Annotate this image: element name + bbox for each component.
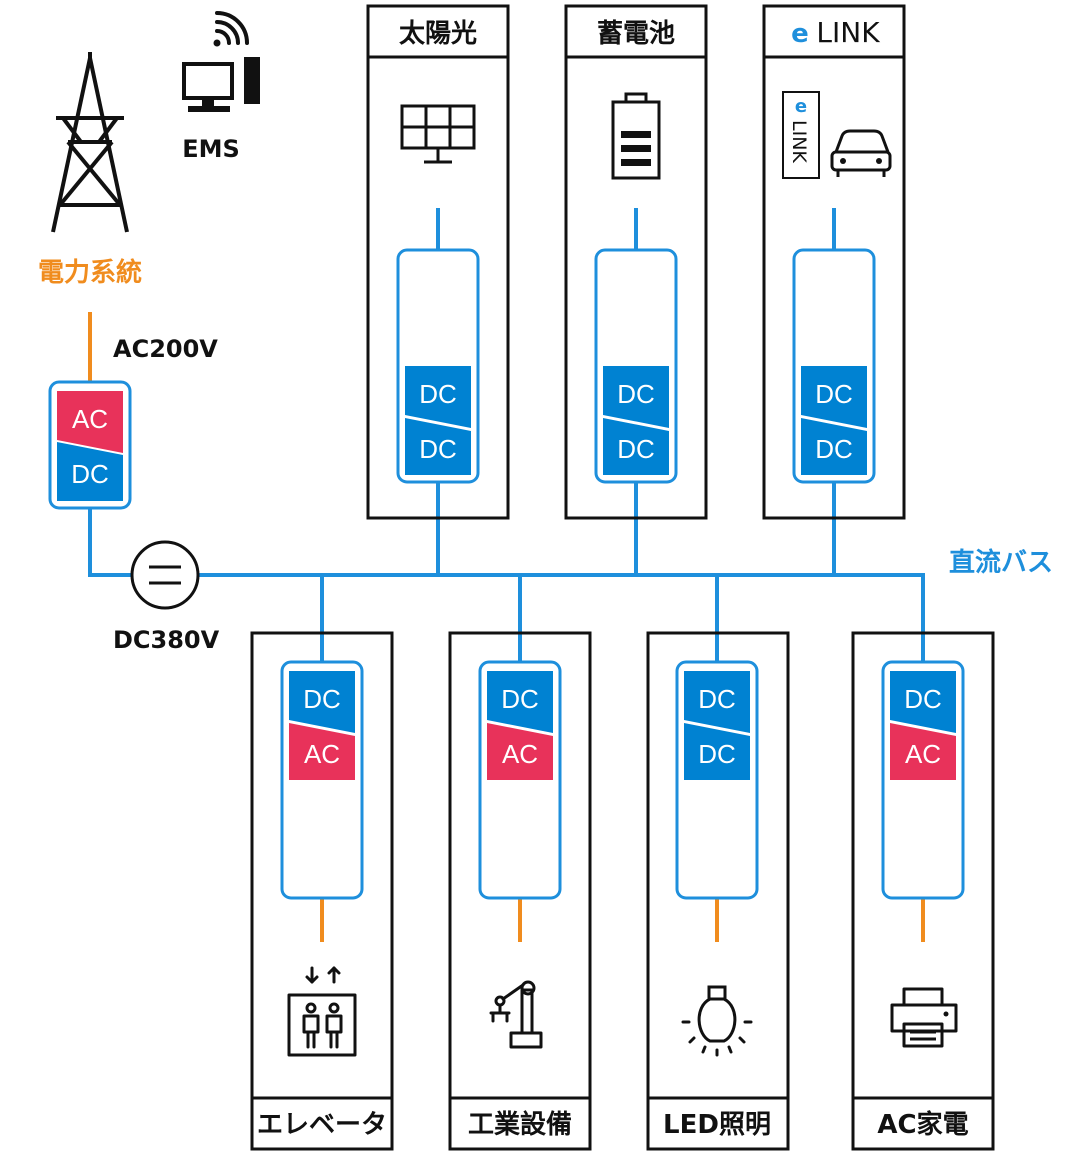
source-panel-elink: e LINK e LINK DC DC xyxy=(762,4,906,520)
load-panel-elevator: エレベータ DC AC xyxy=(250,631,394,1151)
source-title-elink: LINK xyxy=(816,16,880,49)
load-title-ac-appliance: AC家電 xyxy=(877,1109,968,1140)
converter-battery-top: DC xyxy=(617,379,655,409)
load-panel-industrial: 工業設備 DC AC xyxy=(448,631,592,1151)
bus-label: 直流バス xyxy=(949,548,1053,578)
converter-solar-bottom: DC xyxy=(419,434,457,464)
grid-voltage-label: AC200V xyxy=(113,335,218,363)
battery-icon xyxy=(611,92,661,180)
grid-converter-bottom: DC xyxy=(71,459,109,489)
elink-car-icon: e LINK xyxy=(782,91,892,179)
converter-solar-top: DC xyxy=(419,379,457,409)
converter-elink-bottom: DC xyxy=(815,434,853,464)
ems-label: EMS xyxy=(182,135,240,163)
solar-panel-icon xyxy=(400,104,476,164)
elink-badge-logo: e xyxy=(795,96,807,117)
load-title-led: LED照明 xyxy=(663,1110,771,1140)
grid-converter-top: AC xyxy=(72,404,108,434)
converter-battery-bottom: DC xyxy=(617,434,655,464)
printer-icon xyxy=(890,987,958,1048)
load-title-elevator: エレベータ xyxy=(257,1110,387,1140)
dc-bus-line xyxy=(88,508,925,577)
elink-logo-e: e xyxy=(791,19,809,49)
source-title-solar: 太陽光 xyxy=(399,19,477,49)
bus-breaker-icon xyxy=(130,540,200,610)
converter-elevator-top: DC xyxy=(303,684,341,714)
source-panel-solar: 太陽光 DC DC xyxy=(366,4,510,520)
bus-voltage-label: DC380V xyxy=(113,626,220,654)
grid-label: 電力系統 xyxy=(38,257,142,288)
load-panel-led: LED照明 DC DC xyxy=(646,631,790,1151)
converter-ac-appliance-top: DC xyxy=(904,684,942,714)
power-tower-icon xyxy=(51,52,129,233)
elevator-icon xyxy=(287,966,357,1057)
source-title-battery: 蓄電池 xyxy=(597,19,675,49)
converter-industrial-top: DC xyxy=(501,684,539,714)
converter-industrial-bottom: AC xyxy=(502,739,538,769)
ems-computer-icon xyxy=(182,11,260,112)
load-panel-ac-appliance: AC家電 DC AC xyxy=(851,631,995,1151)
elink-badge-text: LINK xyxy=(788,120,810,163)
grid-converter: AC DC xyxy=(48,380,132,510)
wifi-icon xyxy=(213,11,249,47)
robot-arm-icon xyxy=(489,980,543,1049)
converter-led-top: DC xyxy=(698,684,736,714)
converter-led-bottom: DC xyxy=(698,739,736,769)
converter-elink-top: DC xyxy=(815,379,853,409)
source-panel-battery: 蓄電池 DC DC xyxy=(564,4,708,520)
light-bulb-icon xyxy=(681,985,753,1057)
load-title-industrial: 工業設備 xyxy=(468,1109,572,1140)
converter-ac-appliance-bottom: AC xyxy=(905,739,941,769)
converter-elevator-bottom: AC xyxy=(304,739,340,769)
